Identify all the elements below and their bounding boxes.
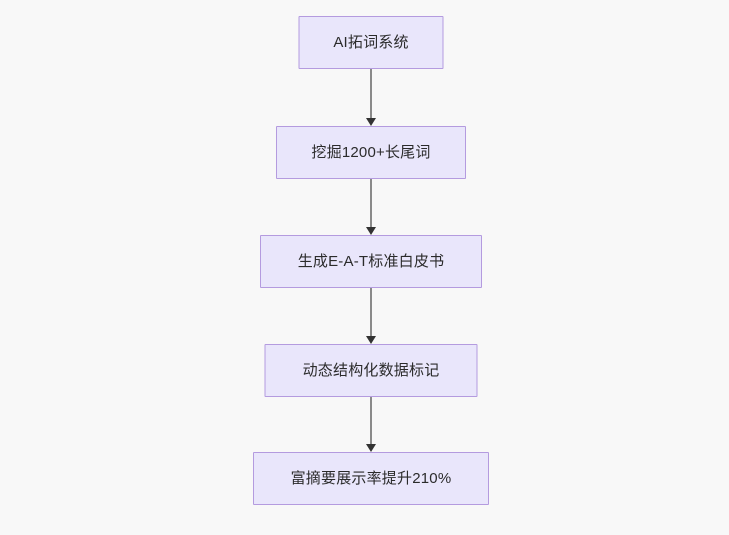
edge-node3-to-node4 <box>365 288 377 344</box>
flowchart-node-5[interactable]: 富摘要展示率提升210% <box>253 452 489 505</box>
flowchart-node-label: 挖掘1200+长尾词 <box>311 144 431 161</box>
flowchart-node-2[interactable]: 挖掘1200+长尾词 <box>276 126 466 179</box>
arrow-head-icon <box>366 336 376 344</box>
edge-line <box>370 397 372 445</box>
flowchart-node-4[interactable]: 动态结构化数据标记 <box>264 344 478 397</box>
edge-node4-to-node5 <box>365 397 377 452</box>
edge-line <box>370 69 372 119</box>
edge-line <box>370 288 372 337</box>
flowchart-node-label: AI拓词系统 <box>333 34 409 51</box>
arrow-head-icon <box>366 444 376 452</box>
flowchart-node-label: 动态结构化数据标记 <box>302 362 440 379</box>
flowchart-node-label: 富摘要展示率提升210% <box>290 470 452 487</box>
edge-line <box>370 179 372 228</box>
arrow-head-icon <box>366 118 376 126</box>
edge-node2-to-node3 <box>365 179 377 235</box>
arrow-head-icon <box>366 227 376 235</box>
flowchart-node-1[interactable]: AI拓词系统 <box>298 16 444 69</box>
flowchart-node-3[interactable]: 生成E-A-T标准白皮书 <box>260 235 482 288</box>
flowchart-node-label: 生成E-A-T标准白皮书 <box>297 253 445 270</box>
edge-node1-to-node2 <box>365 69 377 126</box>
